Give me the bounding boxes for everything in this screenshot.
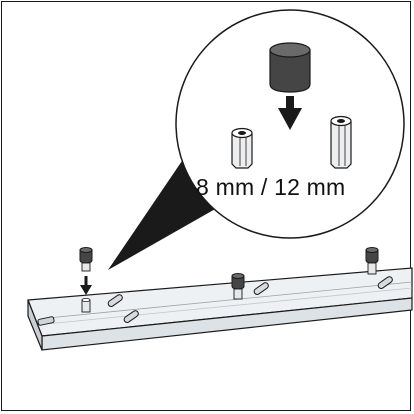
hex-spacer-12mm-icon: [330, 115, 352, 169]
rail-pin: [377, 276, 393, 289]
rail-pin: [107, 294, 123, 307]
rail-pin: [123, 310, 139, 323]
foot-assembly-middle: [231, 273, 245, 300]
foot-assembly-right: [365, 247, 379, 275]
rubber-foot-cap-icon: [269, 42, 311, 93]
spacer-size-label: 8 mm / 12 mm: [196, 174, 386, 201]
size-8mm-label: 8 mm: [196, 174, 255, 200]
size-separator: /: [254, 174, 275, 200]
hex-spacer-8mm-icon: [231, 127, 253, 169]
foot-assembly-left: [79, 247, 93, 313]
down-arrow-icon: [278, 96, 302, 130]
size-12mm-label: 12 mm: [274, 174, 346, 200]
rail-pin: [253, 282, 269, 295]
